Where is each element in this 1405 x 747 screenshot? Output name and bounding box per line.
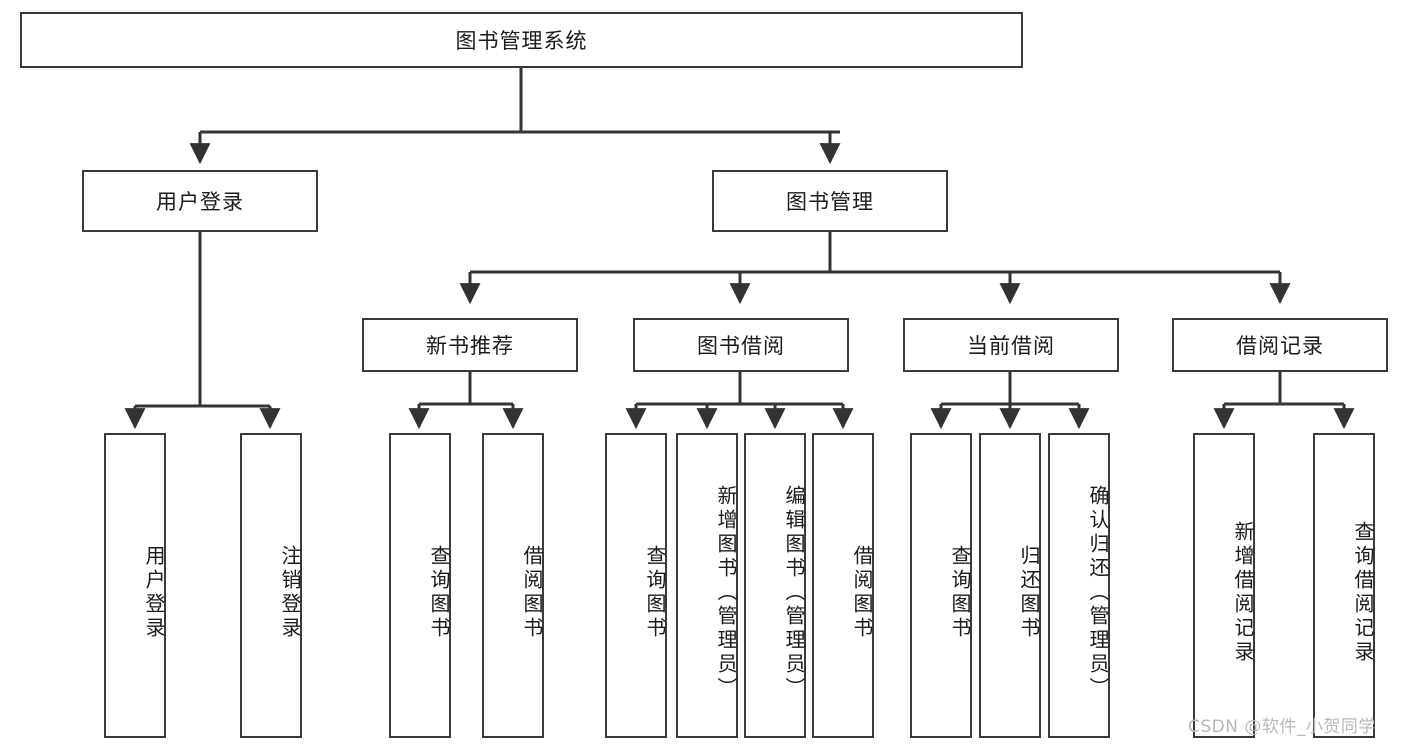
leaf-user-login[interactable]: 用户登录: [104, 433, 166, 738]
leaf-query-borrow-record[interactable]: 查询借阅记录: [1313, 433, 1375, 738]
node-new-book-recommend[interactable]: 新书推荐: [362, 318, 578, 372]
leaf-query-book-current[interactable]: 查询图书: [910, 433, 972, 738]
leaf-logout-login[interactable]: 注销登录: [240, 433, 302, 738]
leaf-query-book-recommend[interactable]: 查询图书: [389, 433, 451, 738]
leaf-label: 归还图书: [1017, 544, 1041, 641]
leaf-query-book-borrow[interactable]: 查询图书: [605, 433, 667, 738]
leaf-label: 查询图书: [427, 544, 451, 641]
leaf-edit-book[interactable]: 编辑图书（管理员）: [744, 433, 806, 738]
leaf-label: 查询借阅记录: [1351, 520, 1375, 665]
leaf-add-book[interactable]: 新增图书（管理员）: [676, 433, 738, 738]
leaf-borrow-book-recommend[interactable]: 借阅图书: [482, 433, 544, 738]
node-borrow-record[interactable]: 借阅记录: [1172, 318, 1388, 372]
node-current-borrow[interactable]: 当前借阅: [903, 318, 1119, 372]
node-user-login[interactable]: 用户登录: [82, 170, 318, 232]
leaf-label: 注销登录: [278, 544, 302, 641]
leaf-label: 新增图书（管理员）: [714, 484, 738, 701]
node-book-management[interactable]: 图书管理: [712, 170, 948, 232]
leaf-borrow-book[interactable]: 借阅图书: [812, 433, 874, 738]
node-root-system[interactable]: 图书管理系统: [20, 12, 1023, 68]
leaf-add-borrow-record[interactable]: 新增借阅记录: [1193, 433, 1255, 738]
leaf-label: 查询图书: [643, 544, 667, 641]
leaf-label: 借阅图书: [850, 544, 874, 641]
leaf-label: 新增借阅记录: [1231, 520, 1255, 665]
leaf-label: 查询图书: [948, 544, 972, 641]
leaf-label: 编辑图书（管理员）: [782, 484, 806, 701]
leaf-confirm-return[interactable]: 确认归还（管理员）: [1048, 433, 1110, 738]
leaf-return-book[interactable]: 归还图书: [979, 433, 1041, 738]
leaf-label: 确认归还（管理员）: [1086, 484, 1110, 701]
leaf-label: 借阅图书: [520, 544, 544, 641]
leaf-label: 用户登录: [142, 544, 166, 641]
node-book-borrow[interactable]: 图书借阅: [633, 318, 849, 372]
